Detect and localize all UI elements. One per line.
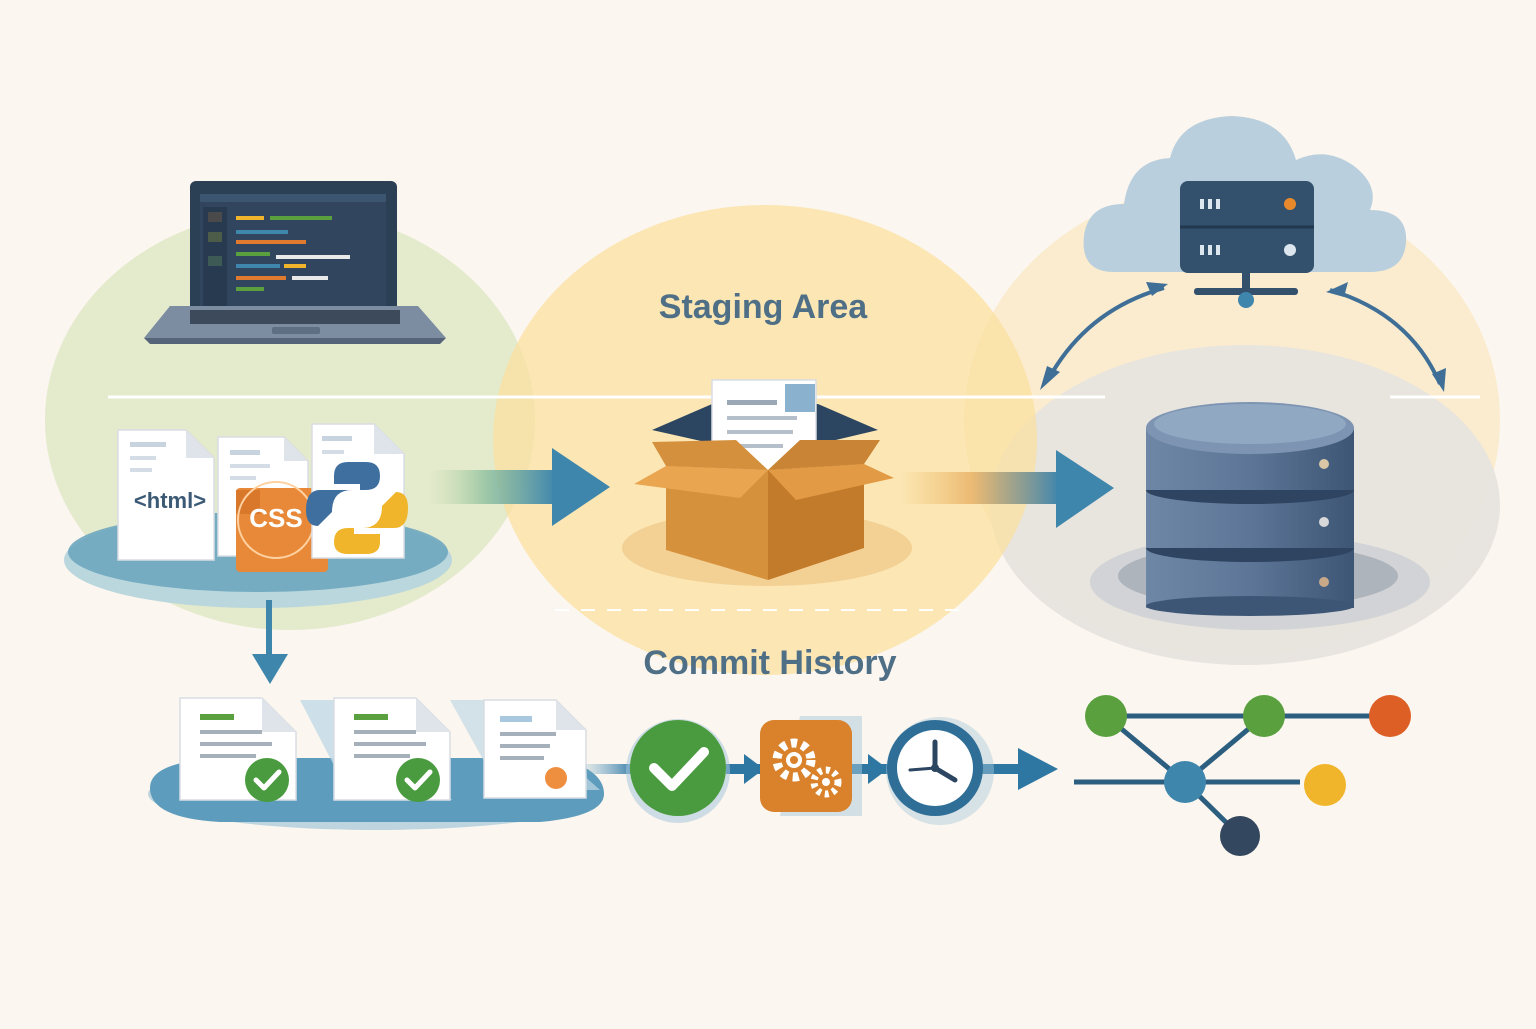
stage-arrow xyxy=(428,448,610,526)
box-icon xyxy=(622,379,912,586)
cloud-server-icon xyxy=(1083,116,1407,308)
css-file-icon: CSS xyxy=(236,481,328,572)
check-icon xyxy=(626,719,730,823)
divider-lines xyxy=(108,395,1480,611)
html-file-label: <html> xyxy=(134,488,206,513)
html-file-icon: <html> xyxy=(117,429,215,561)
gear-icon xyxy=(760,716,862,816)
branch-graph-icon xyxy=(1074,695,1411,856)
commit-history-label: Commit History xyxy=(643,644,896,682)
staging-area-label: Staging Area xyxy=(659,288,869,326)
branch-node-yellow xyxy=(1304,764,1346,806)
branch-node-navy xyxy=(1220,816,1260,856)
branch-node-blue xyxy=(1164,761,1206,803)
check-icon xyxy=(245,758,289,802)
clock-icon xyxy=(886,717,994,825)
branch-node-orange xyxy=(1369,695,1411,737)
commit-file-2 xyxy=(333,697,451,802)
laptop-icon xyxy=(144,181,446,344)
branch-node-green xyxy=(1085,695,1127,737)
commit-file-1 xyxy=(179,697,297,802)
commit-file-3 xyxy=(483,699,587,799)
database-icon xyxy=(1090,402,1430,630)
sync-arrow-heads xyxy=(1040,282,1446,392)
check-icon xyxy=(396,758,440,802)
branch-node-green xyxy=(1243,695,1285,737)
pipeline-flow xyxy=(586,748,1058,790)
python-file-icon xyxy=(306,423,408,559)
commit-arrow xyxy=(900,450,1114,528)
down-arrow xyxy=(252,600,288,684)
css-file-label: CSS xyxy=(249,503,302,533)
sync-arrows xyxy=(1046,286,1442,385)
